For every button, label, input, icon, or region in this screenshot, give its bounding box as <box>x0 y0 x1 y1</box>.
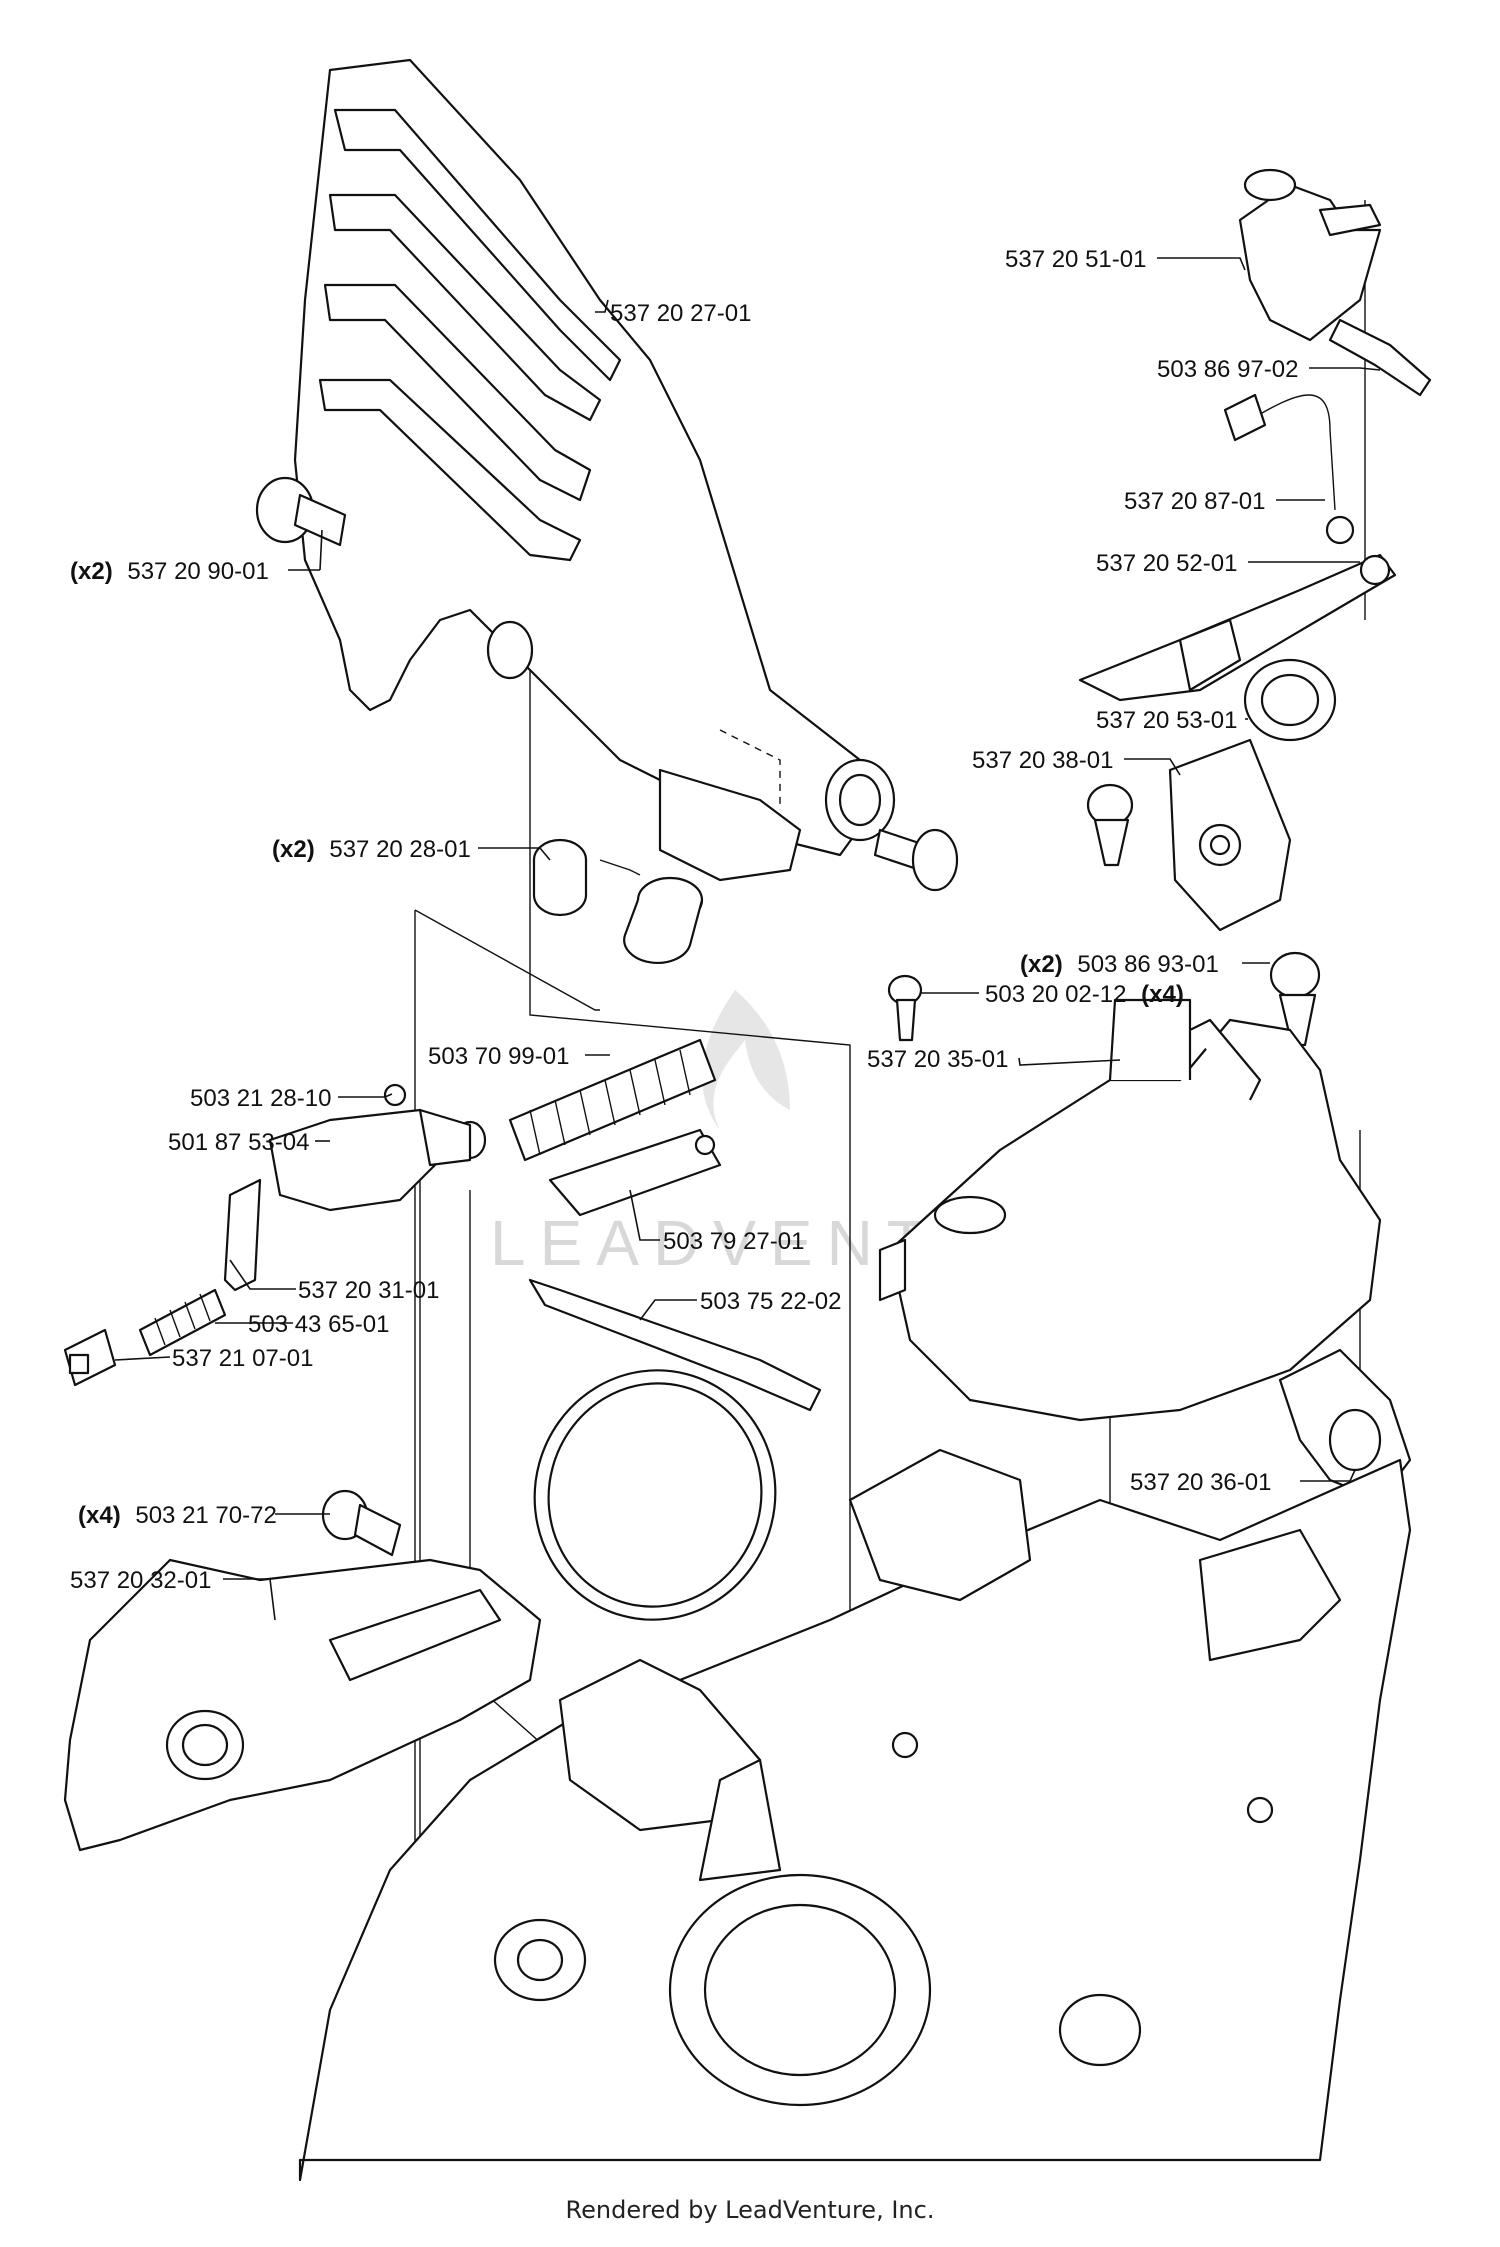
part-number: 537 20 27-01 <box>610 300 751 327</box>
part-number: 537 20 28-01 <box>329 836 470 863</box>
part-label: 537 20 87-01 <box>1124 488 1265 515</box>
cover-screw <box>321 1489 402 1557</box>
grommet <box>1243 658 1337 742</box>
part-number: 503 20 02-12 <box>985 981 1126 1008</box>
trigger-spring <box>1328 318 1432 397</box>
part-qty: (x4) <box>1141 981 1184 1008</box>
part-number: 503 86 97-02 <box>1157 356 1298 383</box>
part-label: 503 20 02-12 (x4) <box>985 981 1184 1008</box>
hand-guard-bolt-left <box>255 476 347 547</box>
brake-band <box>528 1278 822 1621</box>
part-number: 537 20 52-01 <box>1096 550 1237 577</box>
part-number: 501 87 53-04 <box>168 1129 309 1156</box>
part-label: (x2) 537 20 28-01 <box>272 836 471 863</box>
part-number: 537 20 36-01 <box>1130 1469 1271 1496</box>
part-label: 537 20 27-01 <box>610 300 751 327</box>
part-label: 537 20 36-01 <box>1130 1469 1271 1496</box>
part-label: 537 21 07-01 <box>172 1345 313 1372</box>
leader-lines <box>114 257 1381 1621</box>
part-label: 537 20 32-01 <box>70 1567 211 1594</box>
part-label: 537 20 51-01 <box>1005 246 1146 273</box>
part-label: 503 21 28-10 <box>190 1085 331 1112</box>
part-label: 537 20 35-01 <box>867 1046 1008 1073</box>
brake-lever-assembly <box>223 1083 487 1292</box>
part-number: 503 79 27-01 <box>663 1228 804 1255</box>
part-number: 503 86 93-01 <box>1077 951 1218 978</box>
part-label: (x4) 503 21 70-72 <box>78 1502 277 1529</box>
part-qty: (x4) <box>78 1502 121 1529</box>
part-label: 503 86 97-02 <box>1157 356 1298 383</box>
rubber-mount-left <box>1086 783 1134 867</box>
part-number: 537 21 07-01 <box>172 1345 313 1372</box>
part-label: 503 43 65-01 <box>248 1311 389 1338</box>
brake-spring <box>508 1038 717 1162</box>
part-number: 537 20 53-01 <box>1096 707 1237 734</box>
part-number: 537 20 51-01 <box>1005 246 1146 273</box>
part-label: 503 79 27-01 <box>663 1228 804 1255</box>
brake-block <box>63 1328 117 1387</box>
hand-guard-bolt-right <box>873 828 959 892</box>
crankcase <box>298 1448 1412 2182</box>
small-spring <box>138 1288 227 1357</box>
part-number: 537 20 31-01 <box>298 1277 439 1304</box>
part-label: (x2) 503 86 93-01 <box>1020 951 1219 978</box>
rubber-mount-right <box>1269 951 1321 1047</box>
part-labels: 537 20 27-01 (x2) 537 20 90-01 (x2) 537 … <box>70 246 1298 1594</box>
part-label: 503 75 22-02 <box>700 1288 841 1315</box>
part-label: 503 70 99-01 <box>428 1043 569 1070</box>
part-qty: (x2) <box>272 836 315 863</box>
part-qty: (x2) <box>70 558 113 585</box>
bushing-lower <box>623 876 704 964</box>
part-number: 537 20 38-01 <box>972 747 1113 774</box>
part-number: 503 43 65-01 <box>248 1311 389 1338</box>
part-number: 537 20 90-01 <box>127 558 268 585</box>
part-number: 537 20 35-01 <box>867 1046 1008 1073</box>
throttle-trigger <box>1238 168 1382 342</box>
part-number: 537 20 87-01 <box>1124 488 1265 515</box>
tank-housing <box>878 998 1382 1422</box>
part-label: 537 20 52-01 <box>1096 550 1237 577</box>
tank-screw <box>887 974 923 1042</box>
ignition-wire <box>1223 393 1355 545</box>
part-label: 537 20 31-01 <box>298 1277 439 1304</box>
part-number: 503 21 28-10 <box>190 1085 331 1112</box>
clutch-cover <box>63 1558 542 1852</box>
part-label: 501 87 53-04 <box>168 1129 309 1156</box>
footer-credit: Rendered by LeadVenture, Inc. <box>565 2196 935 2224</box>
part-number: 503 70 99-01 <box>428 1043 569 1070</box>
part-qty: (x2) <box>1020 951 1063 978</box>
part-label: (x2) 537 20 90-01 <box>70 558 269 585</box>
watermark-flame-icon <box>702 990 790 1130</box>
part-number: 503 21 70-72 <box>135 1502 276 1529</box>
filter-cover <box>1168 738 1292 932</box>
throttle-lock <box>1078 553 1397 702</box>
part-label: 537 20 38-01 <box>972 747 1113 774</box>
hand-guard <box>293 58 896 882</box>
part-number: 503 75 22-02 <box>700 1288 841 1315</box>
spring-cover <box>548 1128 722 1217</box>
bushing-upper <box>532 838 588 917</box>
part-number: 537 20 32-01 <box>70 1567 211 1594</box>
part-label: 537 20 53-01 <box>1096 707 1237 734</box>
